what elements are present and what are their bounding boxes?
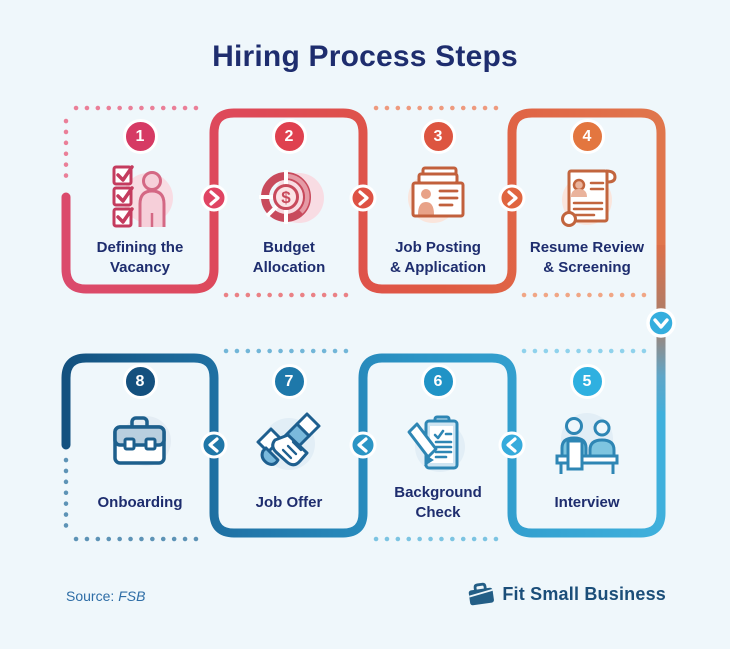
step-label: Interview: [513, 481, 661, 525]
step-6-background-check: 6 Background Check: [364, 357, 512, 525]
budget-donut-dollar-icon: $: [250, 158, 328, 236]
page-title: Hiring Process Steps: [212, 40, 518, 73]
arrow-right-icon-3-4: [498, 184, 526, 212]
step-number-badge: 4: [569, 119, 605, 154]
arrow-right-icon-1-2: [200, 184, 228, 212]
step-label: Resume Review & Screening: [513, 236, 661, 280]
step-label-line2: & Screening: [543, 259, 631, 276]
step-label-line1: Interview: [554, 494, 620, 511]
step-2-budget-allocation: 2 $ Budget Allocation: [215, 112, 363, 280]
interview-desk-icon: [548, 403, 626, 481]
source-name: FSB: [118, 588, 146, 604]
brand-logo: Fit Small Business: [466, 581, 666, 607]
step-number-badge: 5: [569, 364, 605, 399]
step-5-interview: 5 Interview: [513, 357, 661, 525]
step-number-badge: 2: [271, 119, 307, 154]
step-label-line2: & Application: [389, 259, 487, 276]
step-1-defining-the-vacancy: 1 Defining the Vacancy: [66, 112, 214, 280]
arrow-left-icon-7-8: [200, 431, 228, 459]
step-label-line1: Job Offer: [255, 494, 323, 511]
step-number-badge: 6: [420, 364, 456, 399]
dotted-guides: [63, 105, 651, 542]
dollar-glyph: $: [281, 188, 291, 207]
step-label: Background Check: [364, 481, 512, 525]
step-label-line1: Defining the: [96, 239, 184, 256]
step-label: Onboarding: [66, 481, 214, 525]
step-label-line2: Allocation: [252, 259, 326, 276]
step-label-line1: Background: [394, 484, 482, 501]
arrow-right-icon-2-3: [349, 184, 377, 212]
step-label-line1: Budget: [263, 239, 315, 256]
step-number-badge: 8: [122, 364, 158, 399]
step-label: Job Posting & Application: [364, 236, 512, 280]
checklist-person-icon: [101, 158, 179, 236]
step-label-line1: Resume Review: [529, 239, 645, 256]
arrow-down-icon-4-5: [646, 308, 676, 338]
brand-name: Fit Small Business: [502, 583, 666, 604]
flow-arrows: [200, 184, 676, 459]
step-number-badge: 7: [271, 364, 307, 399]
step-label-line2: Vacancy: [109, 259, 171, 276]
job-posting-cards-icon: [399, 158, 477, 236]
clipboard-pencil-check-icon: [399, 407, 477, 485]
step-label: Budget Allocation: [215, 236, 363, 280]
brand-briefcase-icon: [469, 582, 495, 606]
step-label-line1: Job Posting: [395, 239, 481, 256]
step-label: Defining the Vacancy: [66, 236, 214, 280]
source-label: Source:: [66, 588, 115, 604]
step-4-resume-review-screening: 4 Resume Review & Screening: [513, 112, 661, 280]
step-8-onboarding: 8 Onboarding: [66, 357, 214, 525]
arrow-left-icon-5-6: [498, 431, 526, 459]
resume-scroll-icon: [548, 158, 626, 236]
source-note: Source:FSB: [66, 588, 145, 604]
step-label: Job Offer: [215, 481, 363, 525]
step-label-line1: Onboarding: [97, 494, 183, 511]
step-number-badge: 1: [122, 119, 158, 154]
step-number-badge: 3: [420, 119, 456, 154]
step-7-job-offer: 7 Job Offer: [215, 357, 363, 525]
briefcase-icon: [101, 403, 179, 481]
step-label-line2: Check: [415, 504, 461, 521]
handshake-icon: [250, 403, 328, 481]
step-3-job-posting-application: 3 Job Posting & Application: [364, 112, 512, 280]
arrow-left-icon-6-7: [349, 431, 377, 459]
